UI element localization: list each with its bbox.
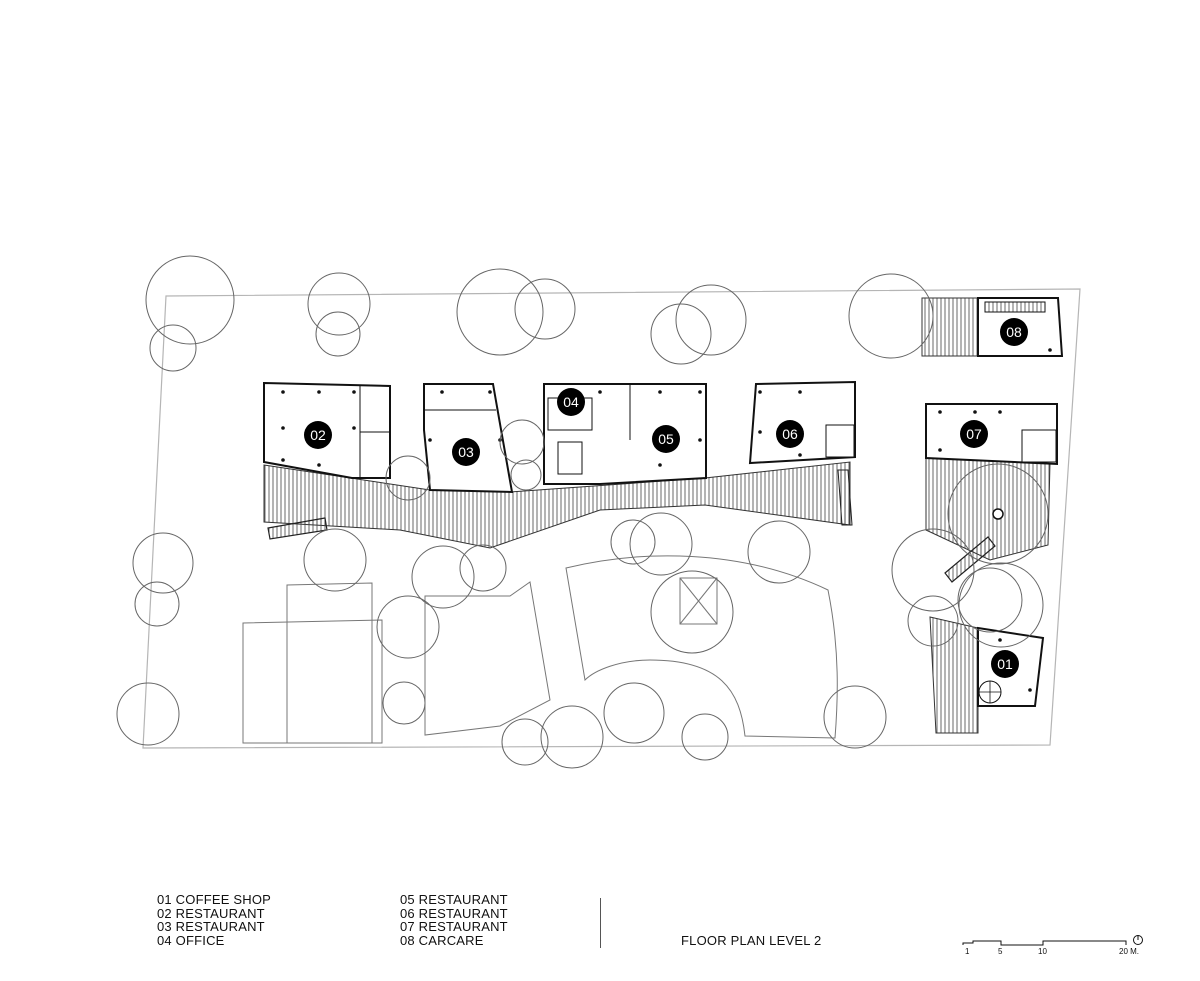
unit-marker-label-02: 02 [310,427,326,443]
unit-marker-05 [652,425,680,453]
stair-walkway-edge [837,469,853,526]
unit-04-05-outline [543,383,707,485]
unit-marker-label-06: 06 [782,426,798,442]
unit-marker-07 [960,420,988,448]
scale-bar [962,940,1127,946]
unit-markers: 01 02 03 04 05 06 07 08 [304,318,1028,678]
legend-item: 05 RESTAURANT [400,892,508,907]
unit-marker-02 [304,421,332,449]
site-boundary [142,288,1081,749]
legend-item: 06 RESTAURANT [400,905,508,921]
unit-marker-label-05: 05 [658,431,674,447]
unit-marker-label-07: 07 [966,426,982,442]
deck-carcare [921,297,979,357]
deck-coffee-shop [929,616,979,734]
plan-title: FLOOR PLAN LEVEL 2 [681,933,822,948]
legend-item: 03 RESTAURANT [157,919,265,935]
unit-06-outline [748,380,856,465]
legend-item: 02 RESTAURANT [157,905,265,921]
unit-marker-label-01: 01 [997,656,1013,672]
scale-label: 1 [965,947,970,956]
unit-marker-08 [1000,318,1028,346]
legend-right: 05 RESTAURANT 06 RESTAURANT 07 RESTAURAN… [400,893,508,947]
scale-label: 20 M. [1119,947,1140,956]
trees [116,255,1049,769]
lower-level-outlines [242,555,838,744]
unit-marker-06 [776,420,804,448]
legend-divider [600,898,601,948]
unit-marker-label-04: 04 [563,394,579,410]
legend-item: 04 OFFICE [157,932,225,948]
legend-item: 08 CARCARE [400,932,484,948]
stair-east [944,536,996,583]
unit-marker-label-03: 03 [458,444,474,460]
legend-item: 01 COFFEE SHOP [157,892,272,907]
unit-marker-03 [452,438,480,466]
legend-left: 01 COFFEE SHOP 02 RESTAURANT 03 RESTAURA… [157,893,271,947]
unit-marker-01 [991,650,1019,678]
north-arrow-icon [1133,935,1143,945]
scale-label: 5 [998,947,1003,956]
legend-item: 07 RESTAURANT [400,919,508,935]
unit-marker-04 [557,388,585,416]
fountain-icon [992,508,1004,520]
unit-03-outline [423,383,514,494]
scale-label: 10 [1038,947,1047,956]
unit-07-outline [925,403,1058,466]
column-dots [281,348,1052,692]
unit-marker-label-08: 08 [1006,324,1022,340]
